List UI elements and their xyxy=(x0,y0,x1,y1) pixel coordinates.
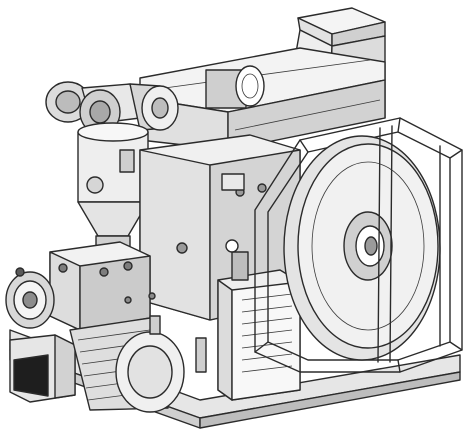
conditioner-housing xyxy=(49,241,151,331)
frame-posts xyxy=(377,125,441,363)
cabinet-vents xyxy=(241,293,293,373)
feeder-column xyxy=(77,122,149,251)
outlet-box xyxy=(9,334,76,403)
main-motor xyxy=(69,317,185,413)
left-flange xyxy=(5,267,55,329)
fittings xyxy=(124,292,207,373)
control-cabinet xyxy=(217,239,301,401)
die-wheel xyxy=(283,135,441,361)
